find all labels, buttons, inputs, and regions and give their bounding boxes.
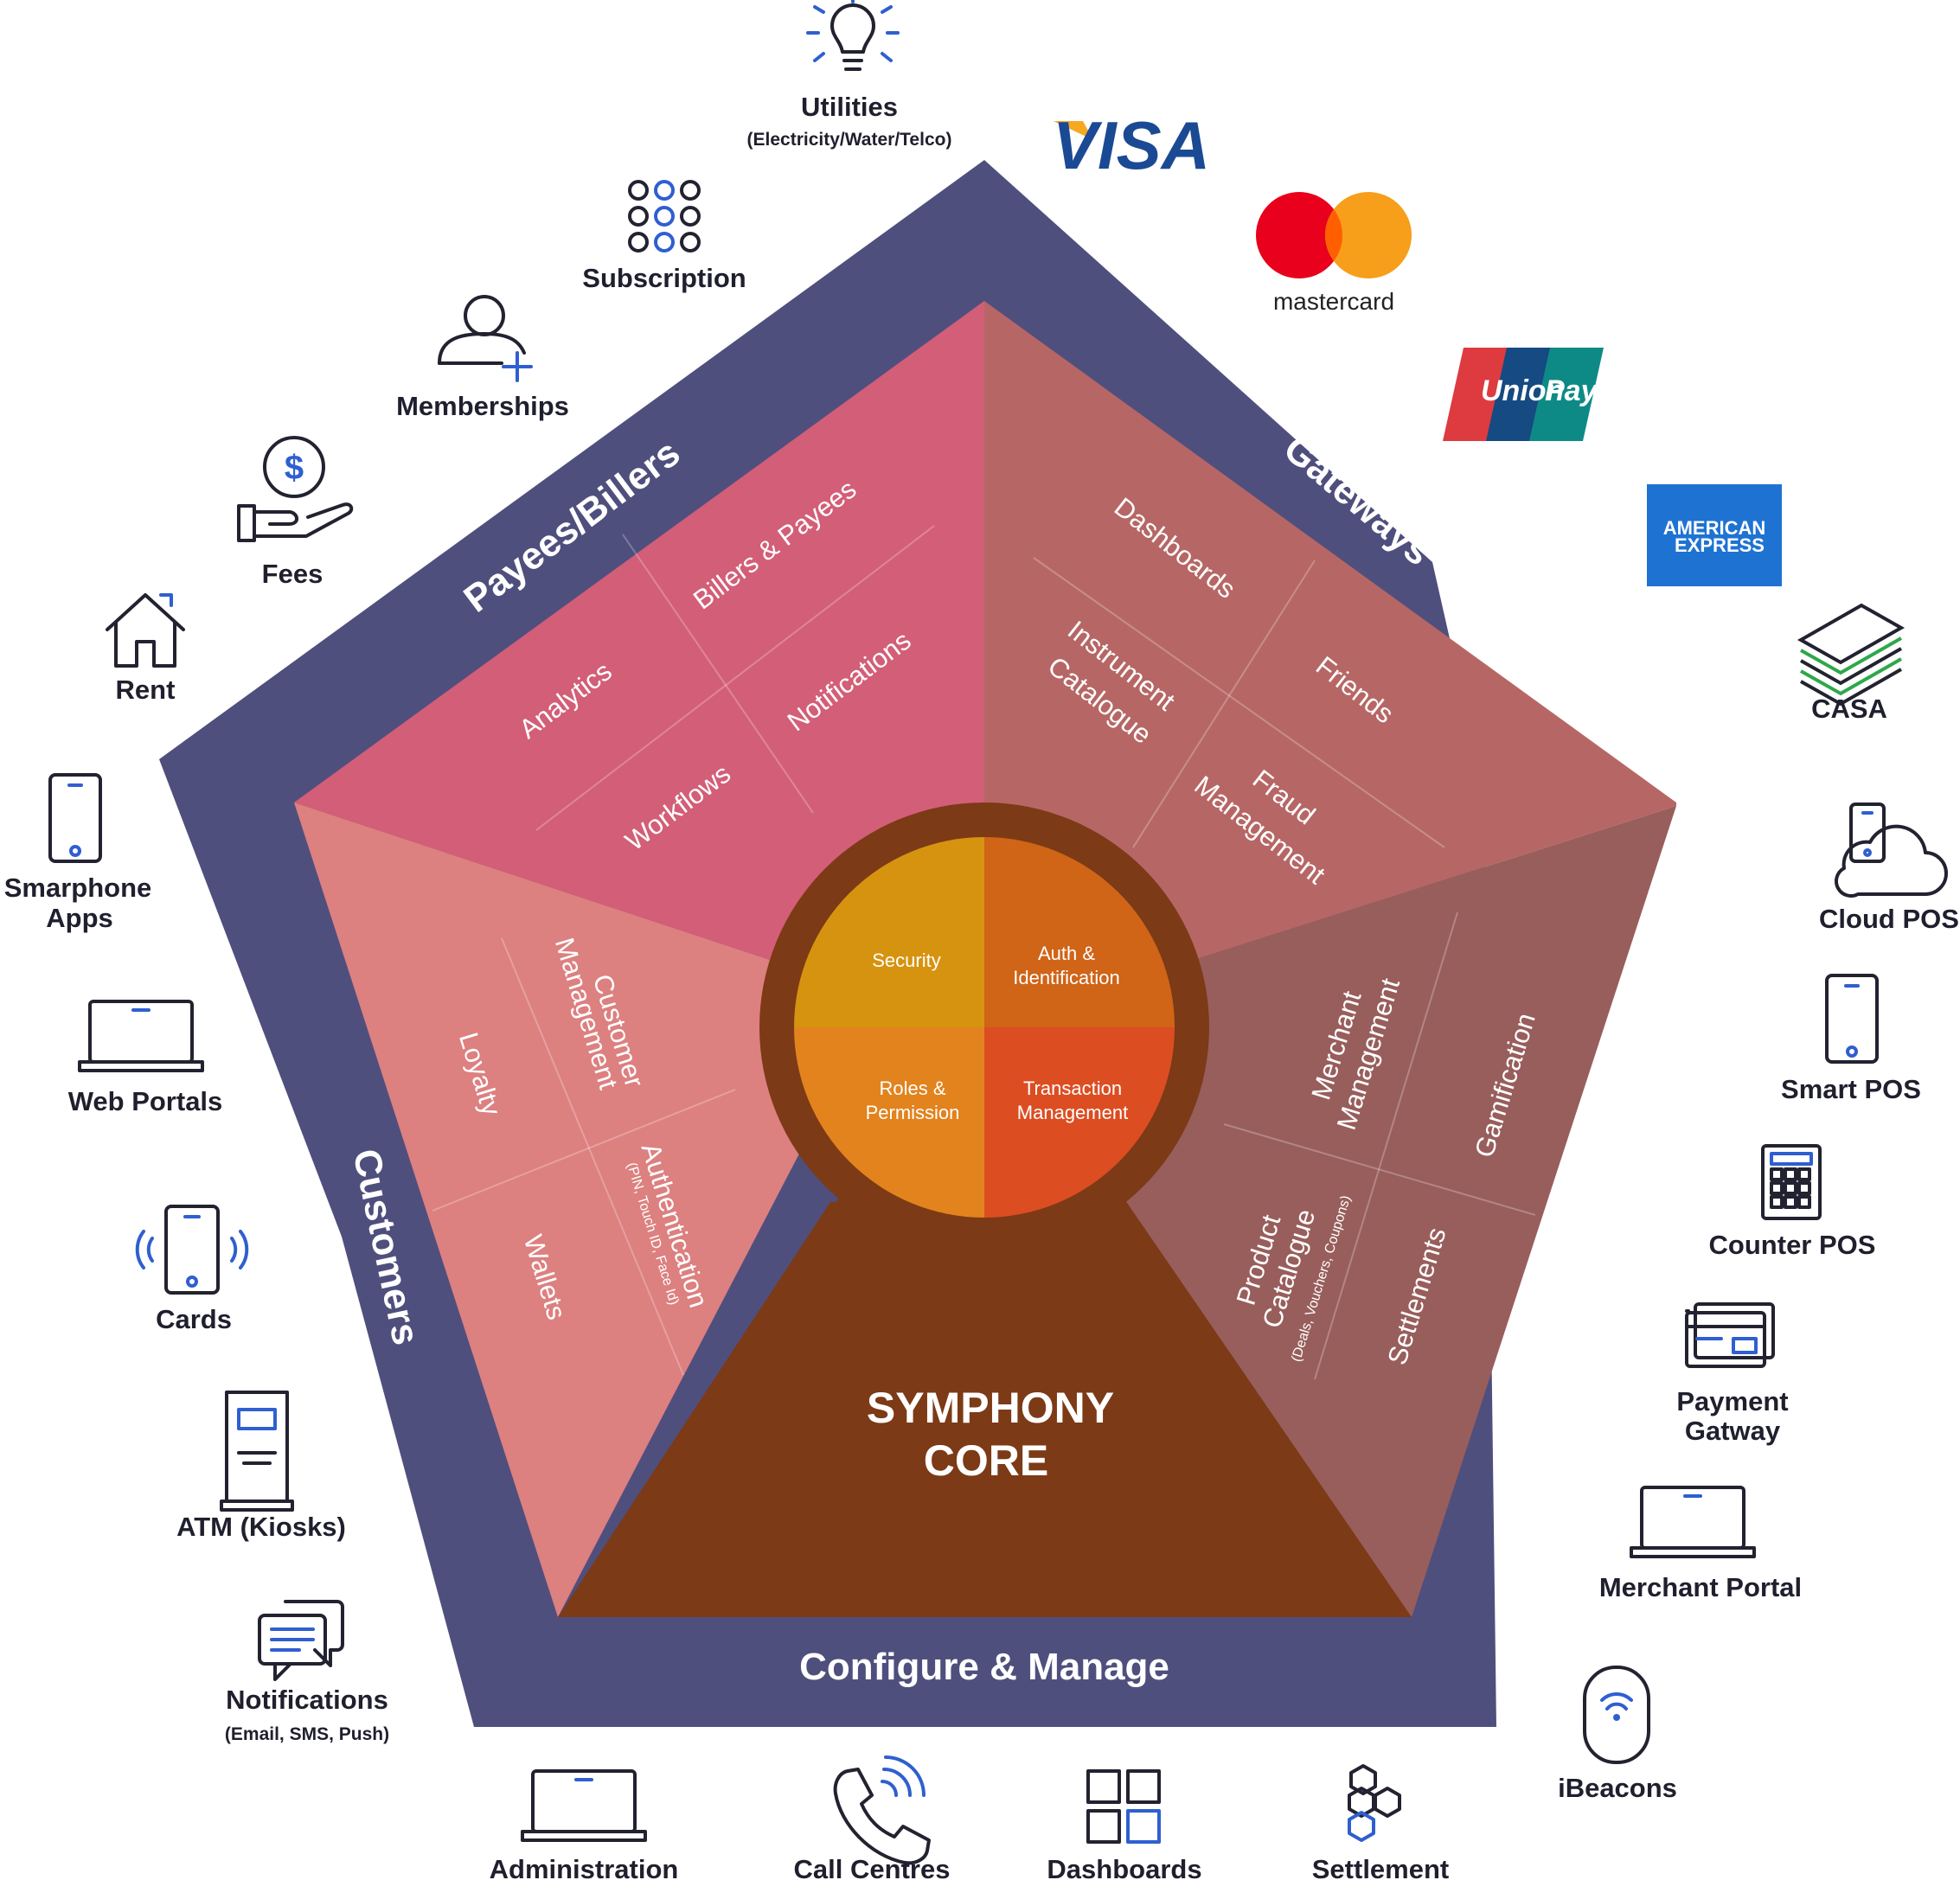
merchant-portal-label: Merchant Portal (1599, 1572, 1802, 1602)
ibeacons-label: iBeacons (1558, 1773, 1677, 1803)
credit-cards-icon (1685, 1302, 1775, 1368)
smart-pos-label: Smart POS (1781, 1074, 1921, 1104)
calculator-icon (1761, 1144, 1822, 1220)
call-centres-label: Call Centres (794, 1854, 951, 1880)
payment-gateway-label-1: Payment (1676, 1386, 1788, 1416)
lightbulb-icon (806, 0, 900, 71)
amex-text-1: AMERICAN (1663, 517, 1766, 539)
core-label-security: Security (872, 950, 940, 971)
unionpay-logo: Union Pay (1443, 348, 1604, 441)
edge-label-merchants: Merchants (1547, 1149, 1629, 1344)
cards-label: Cards (156, 1304, 232, 1334)
laptop-icon (1630, 1486, 1756, 1558)
settlement-label: Settlement (1312, 1854, 1449, 1880)
casa-label: CASA (1811, 694, 1887, 724)
core-label-auth-1: Auth & (1038, 943, 1095, 964)
smartphone-apps-label-2: Apps (46, 903, 113, 933)
core-label-transaction-2: Management (1017, 1102, 1128, 1123)
smartphone-icon (48, 773, 102, 863)
rent-label: Rent (116, 675, 176, 705)
money-stack-icon (1797, 603, 1906, 707)
mastercard-logo: mastercard (1256, 192, 1412, 315)
unionpay-text-2: Pay (1545, 374, 1599, 407)
smartphone-icon (1825, 974, 1879, 1064)
section-gateways (984, 301, 1676, 1020)
core-quadrant-security (794, 837, 984, 1027)
edge-label-configure: Configure & Manage (799, 1646, 1169, 1688)
atm-label: ATM (Kiosks) (176, 1512, 346, 1542)
visa-logo: VISA (1053, 107, 1210, 183)
fees-label: Fees (262, 559, 323, 589)
core-title-line2: CORE (924, 1436, 1048, 1485)
core-title-line1: SYMPHONY (867, 1384, 1114, 1432)
house-icon (106, 593, 185, 668)
core-triangle (558, 1159, 1412, 1617)
memberships-label: Memberships (396, 391, 569, 421)
subscription-label: Subscription (582, 263, 746, 293)
phone-call-icon (833, 1755, 931, 1865)
dashboard-grid-icon (1086, 1769, 1161, 1844)
section-payees-billers (294, 301, 984, 1020)
user-add-icon (438, 295, 533, 382)
atm-icon (220, 1391, 294, 1512)
grid-dots-icon (628, 180, 701, 253)
notifications-sub: (Email, SMS, Push) (225, 1724, 389, 1744)
chat-bubbles-icon (258, 1600, 344, 1681)
beacon-icon (1583, 1666, 1650, 1764)
section-merchants (1116, 806, 1676, 1617)
laptop-icon (78, 1000, 204, 1072)
counter-pos-label: Counter POS (1709, 1230, 1876, 1260)
payment-gateway-label-2: Gatway (1685, 1416, 1781, 1446)
notifications-label: Notifications (226, 1685, 388, 1715)
hexagons-icon (1348, 1764, 1401, 1842)
laptop-icon (521, 1769, 647, 1842)
section-customers (294, 803, 830, 1617)
svg-text:$: $ (285, 449, 304, 487)
mastercard-text: mastercard (1273, 288, 1394, 315)
amex-text-2: EXPRESS (1675, 534, 1765, 556)
smartphone-apps-label-1: Smarphone (4, 873, 152, 903)
amex-logo: AMERICAN EXPRESS (1647, 484, 1782, 586)
core-quadrant-roles (794, 1027, 984, 1218)
utilities-label: Utilities (801, 92, 898, 122)
utilities-sub: (Electricity/Water/Telco) (747, 130, 952, 150)
dashboards-label: Dashboards (1047, 1854, 1201, 1880)
contactless-phone-icon (135, 1205, 249, 1295)
core-label-roles-2: Permission (866, 1102, 960, 1123)
cloud-phone-icon (1835, 803, 1948, 898)
cloud-pos-label: Cloud POS (1819, 904, 1959, 934)
hand-dollar-icon: $ (237, 436, 354, 542)
core-label-auth-2: Identification (1013, 967, 1120, 988)
core-label-transaction-1: Transaction (1023, 1077, 1122, 1099)
visa-text: VISA (1053, 107, 1210, 183)
administration-label: Administration (490, 1854, 679, 1880)
web-portals-label: Web Portals (68, 1086, 223, 1116)
core-quadrant-auth (984, 837, 1175, 1027)
unionpay-text-1: Union (1481, 374, 1564, 407)
core-quadrant-transaction (984, 1027, 1175, 1218)
core-label-roles-1: Roles & (879, 1077, 945, 1099)
